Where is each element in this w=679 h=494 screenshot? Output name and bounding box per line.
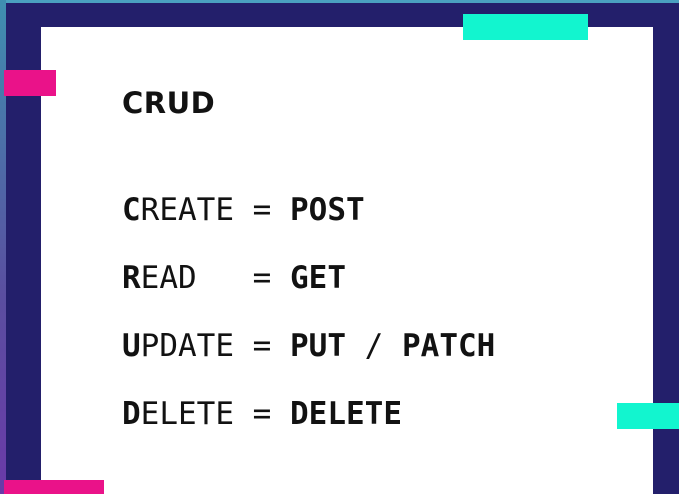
http-method: POST xyxy=(290,192,365,228)
http-method-alt: PATCH xyxy=(402,328,496,364)
operation-initial: D xyxy=(122,396,141,432)
operation-initial: R xyxy=(122,260,141,296)
operation-padding xyxy=(234,396,253,432)
operation-rest: PDATE xyxy=(140,328,234,364)
left-edge-strip xyxy=(0,0,6,494)
operation-padding xyxy=(234,192,253,228)
pink-accent-bar-bottom xyxy=(4,480,104,494)
http-method: PUT xyxy=(290,328,346,364)
operation-rest: ELETE xyxy=(140,396,234,432)
http-method: GET xyxy=(290,260,346,296)
operation-initial: C xyxy=(122,192,141,228)
operation-rest: EAD xyxy=(140,260,197,296)
teal-accent-bar-top xyxy=(463,14,588,40)
operation-padding xyxy=(234,328,253,364)
equals-sign: = xyxy=(252,192,290,228)
teal-accent-bar-right xyxy=(617,403,679,429)
equals-sign: = xyxy=(252,260,290,296)
operation-initial: U xyxy=(122,328,141,364)
pink-accent-bar-left xyxy=(4,70,56,96)
equals-sign: = xyxy=(252,396,290,432)
operation-rest: REATE xyxy=(140,192,234,228)
content-card xyxy=(41,27,653,494)
operation-padding xyxy=(197,260,253,296)
http-method: DELETE xyxy=(290,396,402,432)
method-separator: / xyxy=(346,328,402,364)
top-edge-strip xyxy=(0,0,679,3)
slide-heading: CRUD xyxy=(122,86,216,120)
equals-sign: = xyxy=(252,328,290,364)
